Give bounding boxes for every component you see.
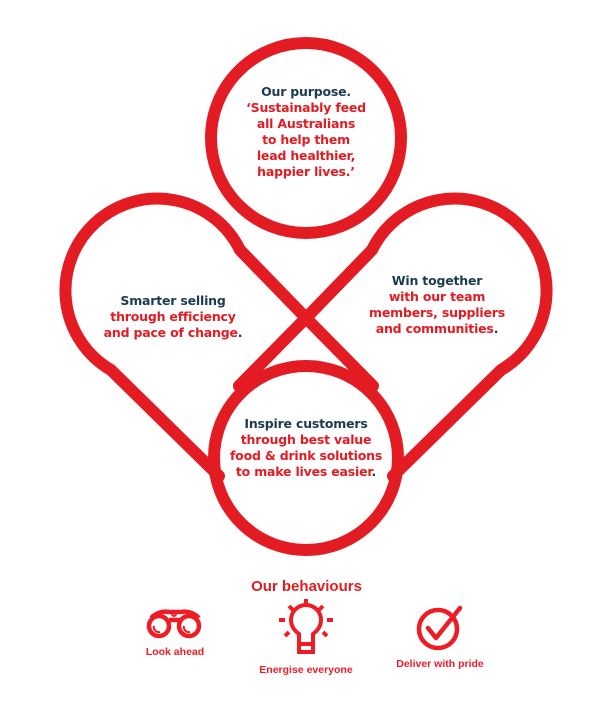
behaviour-label: Look ahead: [145, 646, 205, 658]
behaviours-title: Our behaviours: [251, 578, 362, 595]
purpose-line: to help them: [262, 132, 350, 147]
purpose-statement: Our purpose. ‘Sustainably feed all Austr…: [206, 84, 406, 180]
purpose-line: all Australians: [256, 116, 356, 131]
pillar-line: members, suppliers: [369, 305, 505, 320]
lightbulb-icon: [279, 599, 333, 654]
pillar-heading: Inspire customers: [244, 416, 368, 431]
binoculars-icon: [146, 609, 202, 639]
purpose-heading: Our purpose.: [261, 84, 351, 99]
pillar-period: .: [237, 325, 243, 340]
pillar-line: with our team: [388, 289, 486, 304]
pillar-line: and pace of change: [103, 325, 238, 340]
inspire-circle: [208, 360, 404, 556]
pillar-period: .: [493, 321, 499, 336]
pillar-inspire-customers: Inspire customers through best value foo…: [226, 416, 386, 480]
pillar-heading: Smarter selling: [120, 293, 226, 308]
pillar-period: .: [371, 464, 377, 479]
behaviour-energise-everyone: Energise everyone: [236, 598, 376, 676]
pillar-heading: Win together: [391, 273, 483, 288]
left-lobe-outline: [59, 192, 379, 482]
behaviour-deliver-with-pride: Deliver with pride: [370, 602, 510, 670]
right-lobe-outline: [233, 192, 553, 482]
pillar-line: food & drink solutions: [229, 448, 383, 463]
pillar-line: to make lives easier: [235, 464, 372, 479]
purpose-circle: [205, 37, 407, 239]
behaviour-look-ahead: Look ahead: [105, 606, 245, 658]
pillar-line: through efficiency: [110, 309, 236, 324]
behaviour-label: Energise everyone: [259, 664, 353, 676]
pillar-smarter-selling: Smarter selling through efficiency and p…: [88, 293, 258, 341]
purpose-line: happier lives.’: [257, 164, 355, 179]
pillar-line: through best value: [240, 432, 372, 447]
pillar-win-together: Win together with our team members, supp…: [352, 273, 522, 337]
purpose-line: lead healthier,: [256, 148, 356, 163]
behaviour-label: Deliver with pride: [396, 658, 484, 670]
check-circle-icon: [416, 605, 463, 651]
pillar-line: and communities: [375, 321, 494, 336]
purpose-line: ‘Sustainably feed: [246, 100, 366, 115]
